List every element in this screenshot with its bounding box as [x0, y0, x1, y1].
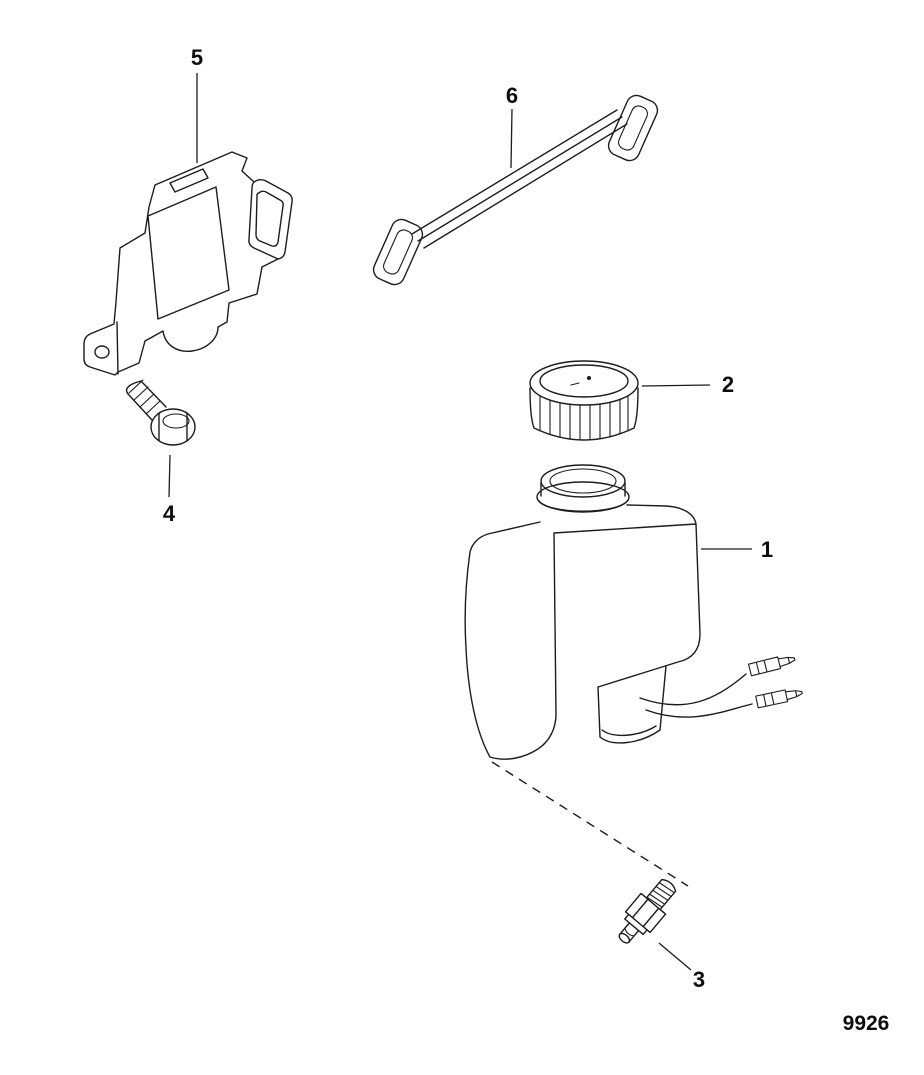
reservoir-body: [464, 504, 701, 760]
fitting-drawing: [618, 878, 677, 944]
strap-end-slot-bottom: [383, 229, 413, 275]
bracket-linework: [83, 151, 293, 376]
bolt-head: [150, 408, 196, 446]
cap-top-mark: [570, 382, 580, 386]
strap-end-loop-top: [607, 94, 659, 162]
bolt-drawing: [125, 379, 196, 446]
bracket-drawing: [83, 151, 293, 376]
fitting-nipple-tip: [618, 932, 631, 944]
reservoir-collar-bottom: [537, 499, 629, 512]
fitting-thread-hatching: [646, 882, 675, 908]
reservoir-neck-opening: [549, 468, 617, 494]
cap-center-dot: [587, 376, 591, 380]
callout-5-bracket: 5: [191, 45, 203, 70]
reservoir-neck-rim: [540, 464, 626, 498]
callout-1-reservoir: 1: [761, 537, 773, 562]
figure-number: 9926: [843, 1012, 890, 1035]
strap-body: [411, 109, 628, 249]
bolt-linework: [125, 380, 188, 442]
strap-drawing: [372, 94, 659, 286]
wire-connector-upper: [747, 656, 796, 677]
fitting-linework: [619, 878, 677, 943]
cap-knurl-ribs: [539, 395, 629, 441]
wire-connector-lower: [755, 689, 803, 709]
callout-3-fitting: 3: [693, 967, 705, 992]
bracket-bolt-hole: [94, 345, 110, 359]
reservoir-neck-sides: [540, 482, 626, 497]
cap-top-outline: [529, 360, 639, 406]
callout-6-strap: 6: [506, 83, 518, 108]
wire-connector-linework: [747, 656, 796, 677]
bolt-thread-hatching: [128, 379, 161, 415]
callout-leader-lines: [168, 73, 752, 971]
callout-4-bolt: 4: [163, 501, 176, 526]
cap-skirt: [529, 387, 639, 441]
alignment-dashed-line: [491, 761, 689, 887]
reservoir-collar: [536, 481, 630, 513]
reservoir-wires: [639, 673, 753, 718]
callout-2-filler-cap: 2: [722, 372, 734, 397]
wire-connector-linework: [755, 689, 803, 709]
cap-top-inner: [539, 364, 629, 398]
fitting-nipple-ridge: [624, 927, 635, 937]
filler-cap-drawing: [529, 360, 639, 441]
strap-end-loop-bottom: [372, 218, 424, 286]
reservoir-drawing: [464, 464, 803, 760]
bolt-head-top: [162, 413, 190, 429]
